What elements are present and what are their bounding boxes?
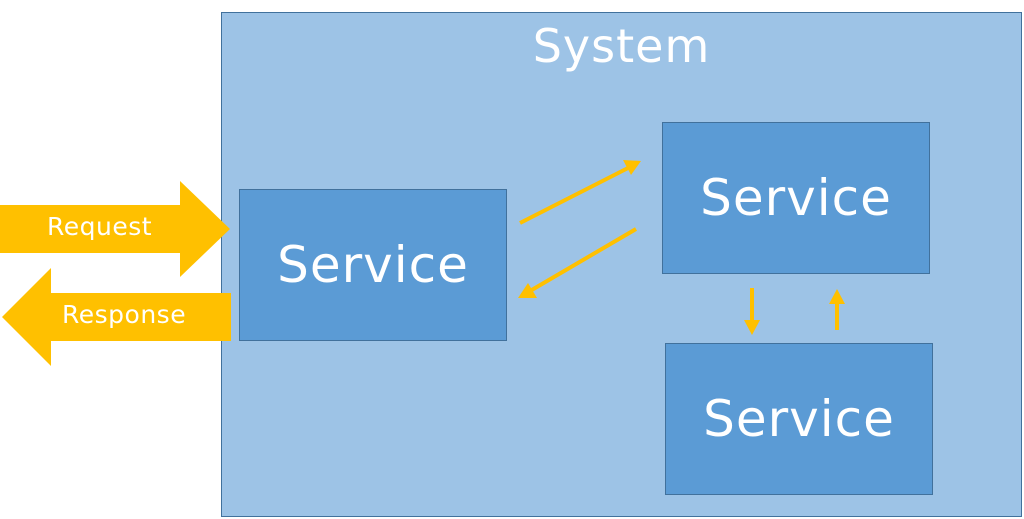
response-arrow [2,268,231,366]
request-label: Request [47,212,153,241]
arrow-bottom-to-top [829,289,845,330]
arrow-top-to-bottom [744,288,760,335]
response-label: Response [62,300,187,329]
arrow-top-to-main [518,227,638,298]
service-box-top: Service [662,122,930,274]
system-title: System [532,19,711,73]
request-arrow [0,181,230,277]
arrow-main-to-top [519,160,641,225]
service-box-bottom: Service [665,343,933,495]
service-box-main: Service [239,189,507,341]
